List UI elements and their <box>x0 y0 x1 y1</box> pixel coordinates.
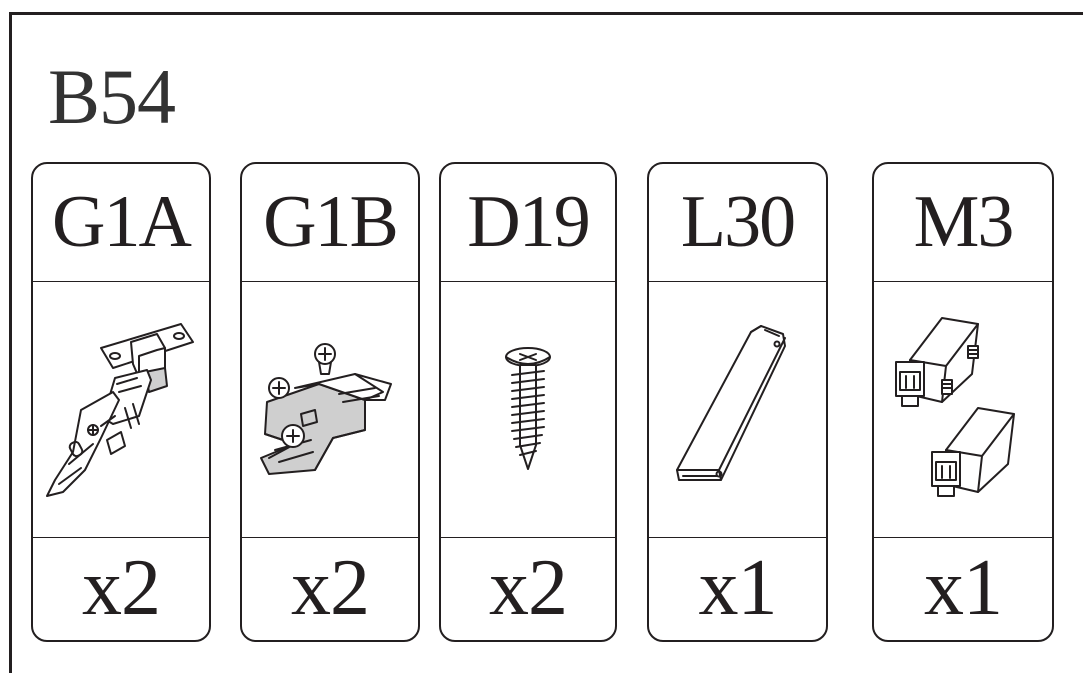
part-card-l30: L30 x1 <box>647 162 828 642</box>
part-picture <box>441 283 615 538</box>
part-picture <box>33 283 209 538</box>
part-card-d19: D19 x2 <box>439 162 617 642</box>
wooden-strip-icon <box>675 325 786 481</box>
part-code: M3 <box>874 164 1052 282</box>
part-picture <box>874 283 1052 538</box>
part-card-g1b: G1B x2 <box>240 162 420 642</box>
page-frame <box>9 12 1083 673</box>
part-code: G1B <box>242 164 418 282</box>
hinge-mounting-plate-icon <box>260 343 392 475</box>
part-quantity: x2 <box>291 543 370 632</box>
part-quantity: x2 <box>489 543 568 632</box>
part-picture <box>649 283 826 538</box>
part-quantity: x2 <box>82 543 161 632</box>
part-quantity: x1 <box>698 543 778 632</box>
part-card-g1a: G1A x2 <box>31 162 211 642</box>
part-picture <box>242 283 418 538</box>
part-card-m3: M3 x1 <box>872 162 1054 642</box>
part-code: D19 <box>441 164 615 282</box>
concealed-hinge-icon <box>46 323 194 497</box>
part-code: G1A <box>33 164 209 282</box>
part-quantity: x1 <box>924 543 1003 632</box>
page-title: B54 <box>48 53 176 140</box>
part-code: L30 <box>649 164 826 282</box>
magnetic-catch-icon <box>895 317 1015 497</box>
screw-icon <box>505 347 551 470</box>
